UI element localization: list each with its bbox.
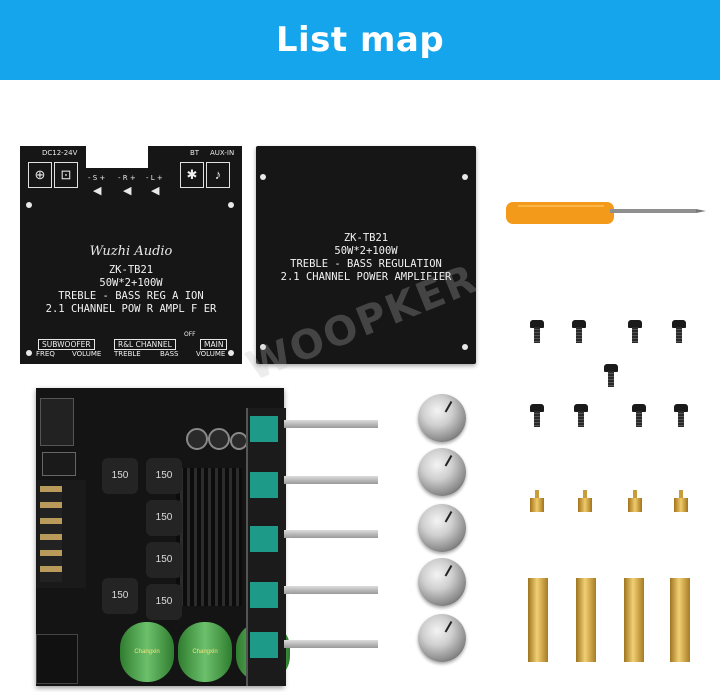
mount-hole (26, 350, 32, 356)
pot-shaft (284, 530, 378, 538)
speaker-label-s: - S + (88, 174, 106, 182)
left-panel-shape (20, 146, 242, 364)
screw (632, 404, 646, 428)
brass-standoff (670, 578, 690, 662)
bass-label: BASS (160, 350, 179, 358)
dc-jack-icon: ⊕ (28, 162, 52, 188)
rl-channel-group-title: R&L CHANNEL (114, 339, 176, 350)
screw (574, 404, 588, 428)
mount-hole (260, 344, 266, 350)
subwoofer-volume-label: VOLUME (72, 350, 102, 358)
potentiometer (250, 582, 278, 608)
screw (674, 404, 688, 428)
dc-jack (36, 634, 78, 684)
pot-shaft (284, 586, 378, 594)
brass-spacer (628, 490, 642, 520)
left-model: ZK-TB21 (108, 264, 154, 276)
heatsink (176, 468, 242, 606)
capacitor: Changxin (120, 622, 174, 682)
brass-spacer (578, 490, 592, 520)
screw (530, 404, 544, 428)
inductor: 150 (146, 458, 182, 494)
brass-spacer (530, 490, 544, 520)
bt-label: BT (190, 149, 200, 157)
mount-hole (462, 344, 468, 350)
bluetooth-module (42, 452, 76, 476)
left-power: 50W*2+100W (99, 277, 163, 289)
right-panel: ZK-TB21 50W*2+100W TREBLE - BASS REGULAT… (256, 146, 476, 364)
pot-shaft (284, 640, 378, 648)
bluetooth-icon: ✱ (180, 162, 204, 188)
screw (530, 320, 544, 344)
speaker-label-l: - L + (146, 174, 163, 182)
terminal-icon: ⊡ (54, 162, 78, 188)
audio-jack (40, 398, 74, 446)
treble-label: TREBLE (114, 350, 141, 358)
speaker-icon: ◀ (151, 184, 160, 197)
subwoofer-group-title: SUBWOOFER (38, 339, 95, 350)
speaker-icon: ◀ (93, 184, 102, 197)
screw (628, 320, 642, 344)
inductor: 150 (102, 458, 138, 494)
right-model: ZK-TB21 (343, 232, 389, 244)
left-line2: 2.1 CHANNEL POW R AMPL F ER (45, 303, 217, 315)
main-volume-label: VOLUME (196, 350, 226, 358)
mount-hole (260, 174, 266, 180)
right-line1: TREBLE - BASS REGULATION (290, 258, 442, 270)
knob (418, 448, 466, 496)
brass-spacer (674, 490, 688, 520)
speaker-label-r: - R + (118, 174, 136, 182)
pot-shaft (284, 476, 378, 484)
audio-jack-icon: ♪ (206, 162, 230, 188)
capacitor: Changxin (178, 622, 232, 682)
brand-logo: Wuzhi Audio (89, 244, 173, 259)
off-label: OFF (184, 331, 196, 338)
main-group-title: MAIN (200, 339, 228, 350)
capacitor (186, 428, 208, 450)
inductor: 150 (146, 542, 182, 578)
potentiometer (250, 526, 278, 552)
mount-hole (228, 350, 234, 356)
brass-standoff (528, 578, 548, 662)
header-banner: List map (0, 0, 720, 80)
inductor: 150 (146, 500, 182, 536)
mount-hole (462, 174, 468, 180)
inductor: 150 (146, 584, 182, 620)
aux-label: AUX-IN (210, 149, 235, 157)
knob (418, 614, 466, 662)
screw (604, 364, 618, 388)
brass-standoff (624, 578, 644, 662)
potentiometer (250, 472, 278, 498)
dc-label: DC12-24V (42, 149, 78, 157)
right-line2: 2.1 CHANNEL POWER AMPLIFIER (280, 271, 452, 283)
potentiometer (250, 632, 278, 658)
inductor: 150 (102, 578, 138, 614)
speaker-icon: ◀ (123, 184, 132, 197)
mount-hole (228, 202, 234, 208)
capacitor (208, 428, 230, 450)
subwoofer-freq-label: FREQ (36, 350, 55, 358)
knob (418, 558, 466, 606)
left-line1: TREBLE - BASS REG A ION (58, 290, 204, 302)
amplifier-board: 150 150 150 150 150 150 Changxin Changxi… (36, 388, 290, 686)
screwdriver (506, 202, 706, 224)
knob (418, 394, 466, 442)
screw (672, 320, 686, 344)
page-title: List map (275, 20, 445, 60)
potentiometer (250, 416, 278, 442)
pot-shaft (284, 420, 378, 428)
screw (572, 320, 586, 344)
mount-hole (26, 202, 32, 208)
brass-standoff (576, 578, 596, 662)
knob (418, 504, 466, 552)
right-power: 50W*2+100W (334, 245, 398, 257)
